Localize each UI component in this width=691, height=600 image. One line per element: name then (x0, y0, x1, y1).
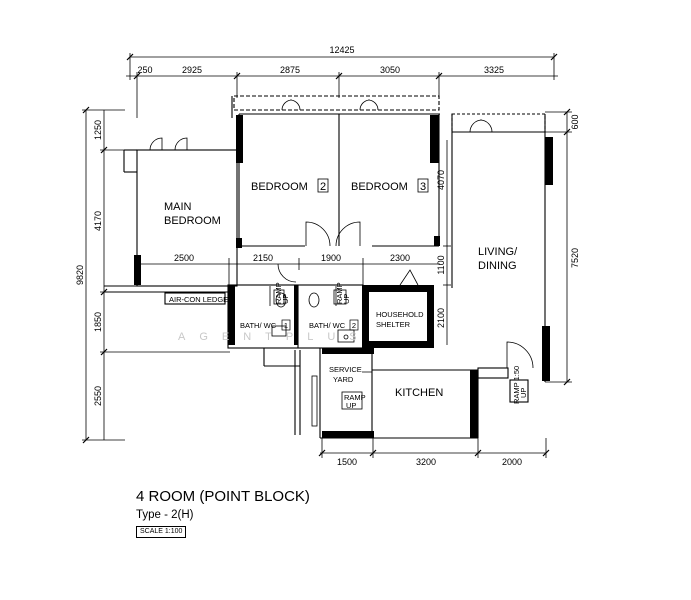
watermark: AGENTPLUS (178, 331, 371, 343)
scale-badge: SCALE 1:100 (136, 526, 187, 538)
dim-left-1: 1250 (93, 120, 103, 140)
dim-left-3: 1850 (93, 312, 103, 332)
dim-bottom-2: 3200 (416, 457, 436, 467)
entrance-up-label: UP (519, 388, 528, 398)
dim-inner-4070: 4070 (436, 170, 446, 190)
dim-top-1: 250 (137, 65, 152, 75)
bath1-ramp-label: RAMP (274, 282, 283, 304)
bedroom3-number: 3 (420, 181, 426, 193)
dim-inner-2150: 2150 (253, 253, 273, 263)
service-ramp-up-label: UP (346, 401, 356, 410)
dim-inner-1900: 1900 (321, 253, 341, 263)
service-yard-label-2: YARD (333, 375, 354, 384)
plan-title: 4 ROOM (POINT BLOCK) (136, 488, 310, 505)
dim-left-overall: 9820 (75, 265, 85, 285)
dim-right-2: 7520 (570, 248, 580, 268)
dim-inner-2500: 2500 (174, 253, 194, 263)
bath1-number: 1 (284, 321, 288, 330)
dim-bottom-3: 2000 (502, 457, 522, 467)
dim-top-4: 3050 (380, 65, 400, 75)
bath2-number: 2 (352, 321, 356, 330)
bedroom2-label: BEDROOM (251, 181, 308, 193)
aircon-ledge-label: AIR-CON LEDGE (169, 295, 228, 304)
entrance-ramp-label: RAMP 1:50 (512, 366, 521, 404)
dim-inner-1100: 1100 (436, 255, 446, 274)
dim-right-1: 600 (570, 114, 580, 129)
bath1-up-label: UP (281, 294, 290, 304)
living-label-2: DINING (478, 260, 517, 272)
kitchen-label: KITCHEN (395, 387, 443, 399)
dim-top-2: 2925 (182, 65, 202, 75)
plan-type: Type - 2(H) (136, 509, 194, 521)
bedroom3-label: BEDROOM (351, 181, 408, 193)
bedroom2-number: 2 (320, 181, 326, 193)
main-bedroom-label-2: BEDROOM (164, 215, 221, 227)
living-label-1: LIVING/ (478, 246, 518, 258)
bath2-ramp-label: RAMP (335, 282, 344, 304)
main-bedroom-label-1: MAIN (164, 201, 192, 213)
service-ramp-label: RAMP (344, 393, 366, 402)
shelter-label-1: HOUSEHOLD (376, 310, 424, 319)
dim-bottom-1: 1500 (337, 457, 357, 467)
dim-inner-2100: 2100 (436, 308, 446, 328)
bath2-up-label: UP (342, 294, 351, 304)
dim-top-5: 3325 (484, 65, 504, 75)
dim-overall-width: 12425 (329, 45, 354, 55)
dim-left-2: 4170 (93, 211, 103, 231)
dim-inner-2300: 2300 (390, 253, 410, 263)
shelter-label-2: SHELTER (376, 320, 411, 329)
dim-top-3: 2875 (280, 65, 300, 75)
service-yard-label-1: SERVICE (329, 365, 362, 374)
bath2-label: BATH/ WC (309, 321, 346, 330)
bath1-label: BATH/ WC (240, 321, 277, 330)
dim-left-4: 2550 (93, 386, 103, 406)
